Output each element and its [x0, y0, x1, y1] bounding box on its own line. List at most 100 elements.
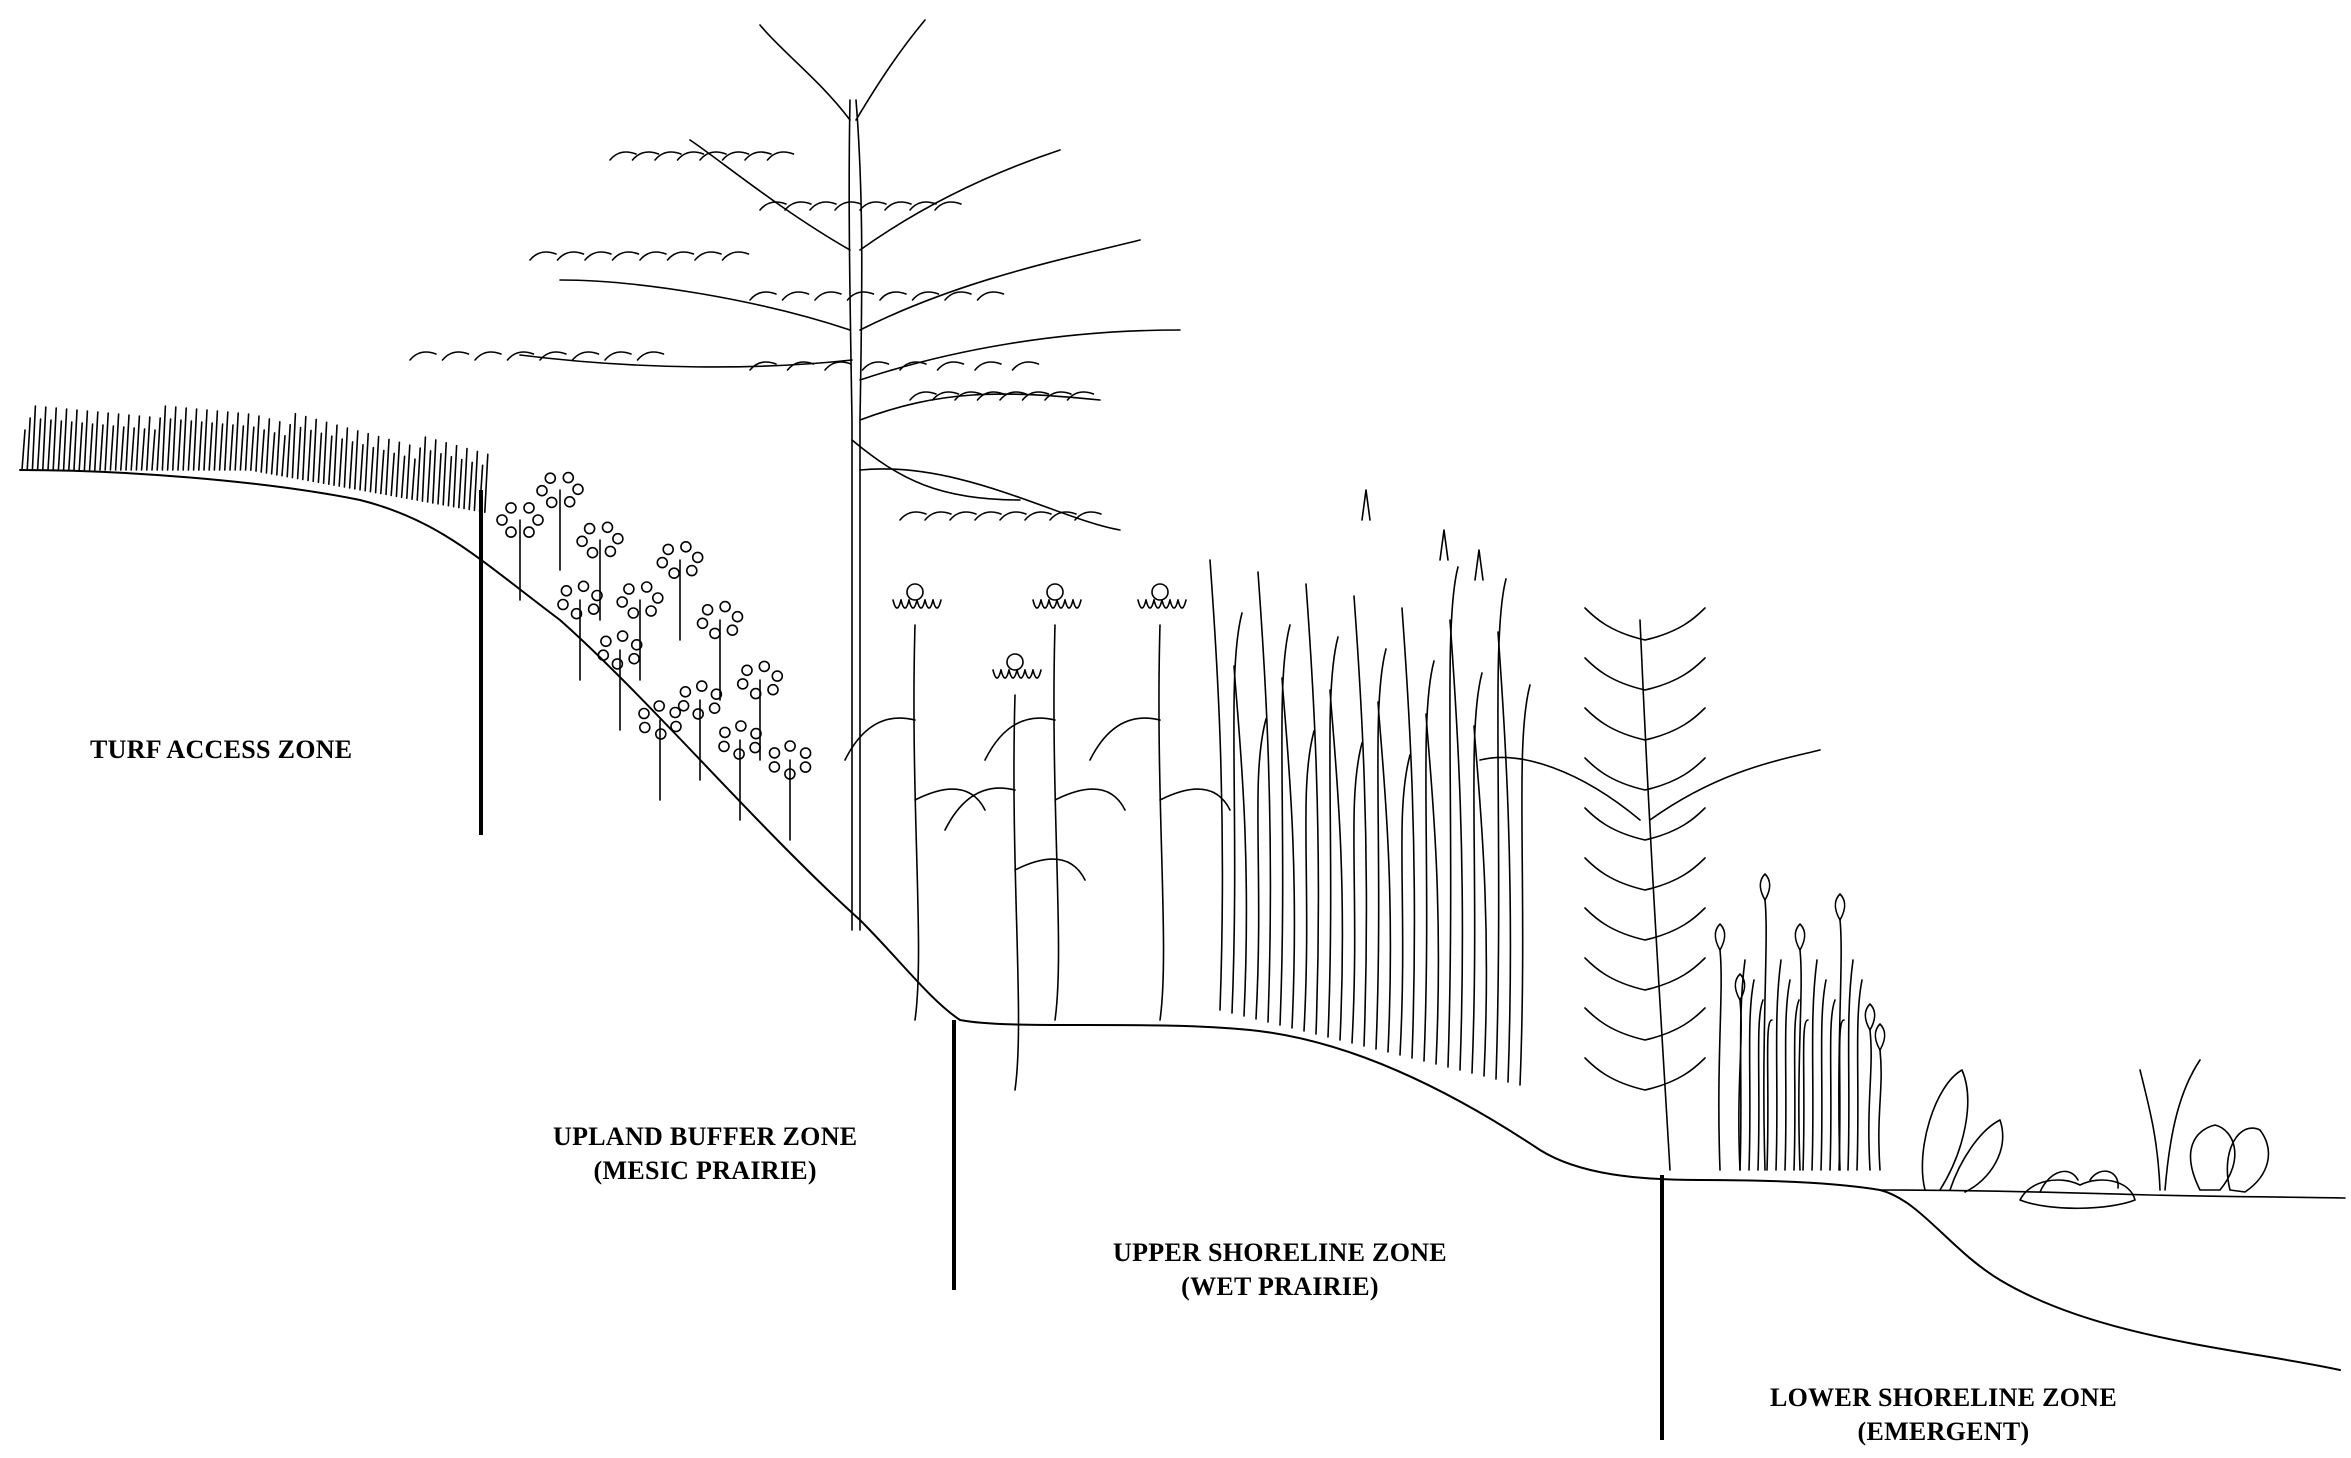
grass-blade: [256, 416, 259, 471]
turf-zone-title: TURF ACCESS ZONE: [90, 733, 352, 767]
lower-zone-title: LOWER SHORELINE ZONE: [1770, 1381, 2117, 1415]
grass-blade: [235, 413, 238, 470]
pine-needle: [605, 352, 631, 360]
grass-blade: [313, 419, 316, 481]
grass-blade: [376, 437, 379, 493]
iris-stem: [1869, 1030, 1871, 1170]
coneflower-petal: [1146, 600, 1154, 608]
fern-leaflet: [1585, 908, 1705, 940]
shrub-leaf: [603, 522, 613, 532]
coneflower-petal: [1170, 600, 1178, 608]
grass-blade: [381, 451, 384, 494]
shrub-leaf: [785, 741, 795, 751]
fern-leaflet: [1585, 808, 1705, 840]
coneflower-petal: [917, 600, 925, 608]
reed-blade: [1767, 1020, 1772, 1170]
grass-blade: [433, 440, 436, 503]
grass-blade: [391, 453, 394, 495]
pine-needle: [558, 252, 584, 260]
pine-needle: [613, 252, 639, 260]
grass-blade: [230, 425, 233, 470]
shrub-leaf: [710, 628, 720, 638]
grass-blade: [38, 419, 41, 470]
grass-blade: [303, 417, 306, 480]
coneflower-petal: [1001, 670, 1009, 678]
pine-needle: [913, 292, 939, 300]
pine-needle: [785, 202, 811, 210]
pine-needle: [768, 152, 794, 160]
grass-blade: [105, 413, 108, 470]
reed-blade: [1803, 1020, 1808, 1170]
grass-stem: [1496, 579, 1506, 1079]
grass-blade: [422, 437, 425, 501]
irises: [1715, 874, 1884, 1170]
grass-blade: [272, 433, 275, 474]
fern-leaflet: [1585, 658, 1705, 690]
shrub-leaf: [657, 558, 667, 568]
coneflowers: [845, 584, 1230, 1090]
grass-blade: [417, 448, 420, 500]
reed-blade: [1776, 960, 1781, 1170]
grass-blade: [308, 430, 311, 480]
grass-blade: [350, 442, 353, 488]
grass-blade: [173, 407, 176, 470]
grass-blade: [386, 439, 389, 494]
grass-blade: [344, 428, 347, 487]
grass-stem: [1256, 719, 1266, 1019]
grass-blade: [454, 446, 457, 507]
shrub-leaf: [733, 612, 743, 622]
coneflower-petal: [909, 600, 917, 608]
shrub-leaf: [698, 618, 708, 628]
shrub-leaf: [537, 486, 547, 496]
shrub-leaf: [613, 534, 623, 544]
grass-blade: [22, 430, 25, 470]
turf-zone-label: TURF ACCESS ZONE: [90, 733, 352, 767]
iris-petal: [1715, 924, 1724, 950]
grass-blade: [95, 412, 98, 470]
pine-needle: [788, 362, 814, 370]
grass-blade: [116, 414, 119, 470]
pine-needle: [585, 252, 611, 260]
shrub-leaf: [670, 708, 680, 718]
grass-stem: [1378, 702, 1390, 1052]
shrub-leaf: [628, 608, 638, 618]
reed-blade: [1821, 980, 1826, 1170]
coneflower-petal: [1025, 670, 1033, 678]
grass-stem: [1402, 608, 1414, 1058]
grass-seedhead: [1362, 490, 1370, 520]
shrub-leaf: [585, 524, 595, 534]
grass-blade: [27, 418, 30, 470]
shrub-leaf: [653, 593, 663, 603]
pine-needle: [900, 362, 926, 370]
grass-stem: [1426, 714, 1438, 1064]
grass-blade: [147, 417, 150, 470]
shrub-leaf: [693, 552, 703, 562]
coneflower-cone: [1007, 654, 1023, 670]
grass-blade: [292, 414, 295, 478]
coneflower-cone: [1152, 584, 1168, 600]
shrub-leaf: [605, 546, 615, 556]
grass-stem: [1234, 666, 1246, 1016]
pine-needle: [910, 202, 936, 210]
iris-stem: [1764, 900, 1766, 1170]
pine-needle: [668, 252, 694, 260]
pine-needle: [633, 152, 659, 160]
pine-needle: [885, 202, 911, 210]
shrub-leaf: [736, 721, 746, 731]
coneflower-petal: [1154, 600, 1162, 608]
shrub-leaf: [577, 536, 587, 546]
coneflower-petal: [1033, 670, 1041, 678]
pine-tree: [520, 20, 1180, 930]
grass-stem: [1520, 685, 1530, 1085]
shrub-leaf: [629, 654, 639, 664]
grass-blade: [121, 427, 124, 470]
grass-blade: [246, 414, 249, 470]
grass-blade: [287, 425, 290, 477]
coneflower-petal: [1138, 600, 1146, 608]
grass-blade: [194, 409, 197, 470]
shrub-leaf: [727, 625, 737, 635]
coneflower-cone: [907, 584, 923, 600]
pine-needle: [783, 292, 809, 300]
shrub-leaf: [533, 515, 543, 525]
pine-needle: [825, 362, 851, 370]
